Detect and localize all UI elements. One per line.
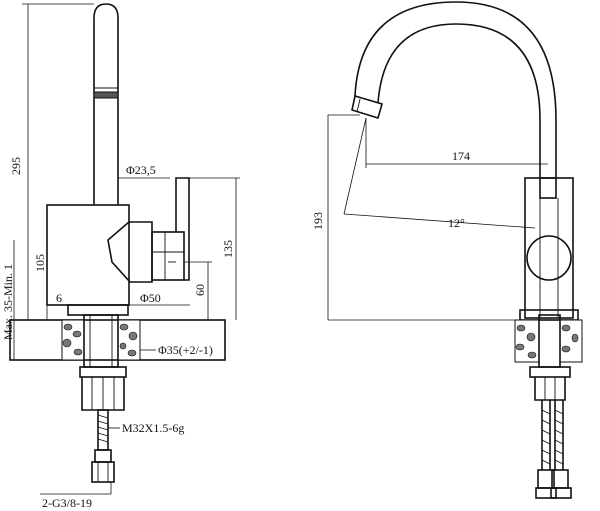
front-spout-outer	[354, 1, 557, 178]
front-body	[524, 177, 574, 319]
side-aerator	[93, 91, 119, 99]
side-handle-cartridge	[107, 221, 153, 283]
front-base	[519, 309, 579, 321]
dim-hose-connection: 2-G3/8-19	[42, 496, 92, 510]
front-fixing-nut	[529, 366, 571, 378]
side-base-ring	[67, 304, 129, 316]
side-handle-lever	[175, 177, 190, 281]
dim-deck-thickness: Max. 35-Min. 1	[1, 264, 15, 340]
front-spout-inner	[377, 23, 541, 178]
front-handle	[526, 235, 572, 281]
dim-thread: M32X1.5-6g	[122, 421, 184, 435]
dim-body-height: 105	[33, 254, 47, 272]
front-body-collar	[539, 177, 557, 199]
side-fixing-nut	[79, 366, 127, 378]
dim-swivel-angle: 12°	[448, 216, 465, 230]
dim-spout-height: 193	[311, 212, 325, 230]
dim-spout-diameter: Φ23,5	[126, 163, 156, 177]
side-view: 295 105 Max. 35-Min. 1 6 Φ23,5 Φ50 135 6…	[1, 3, 240, 510]
side-body	[46, 204, 130, 306]
front-fixing-bracket	[534, 377, 566, 401]
dim-base-gap: 6	[56, 291, 62, 305]
dim-base-diameter: Φ50	[140, 291, 161, 305]
side-stone-texture	[62, 323, 138, 357]
side-hose-nut	[91, 461, 115, 483]
side-handle-lever-base	[151, 231, 185, 281]
dim-height-total: 295	[9, 157, 23, 175]
side-hose-fitting	[94, 449, 112, 463]
dim-hole-diameter: Φ35(+2/-1)	[158, 343, 213, 357]
dim-handle-offset: 60	[193, 284, 207, 296]
front-view: 193 174 12°	[311, 1, 583, 499]
side-spout-pipe	[93, 3, 119, 205]
front-stone-texture	[515, 324, 579, 359]
front-spout-tip	[351, 94, 383, 120]
front-shank	[538, 314, 561, 368]
front-hoses	[535, 400, 572, 499]
dim-reach: 174	[452, 149, 470, 163]
dim-handle-height: 135	[221, 240, 235, 258]
